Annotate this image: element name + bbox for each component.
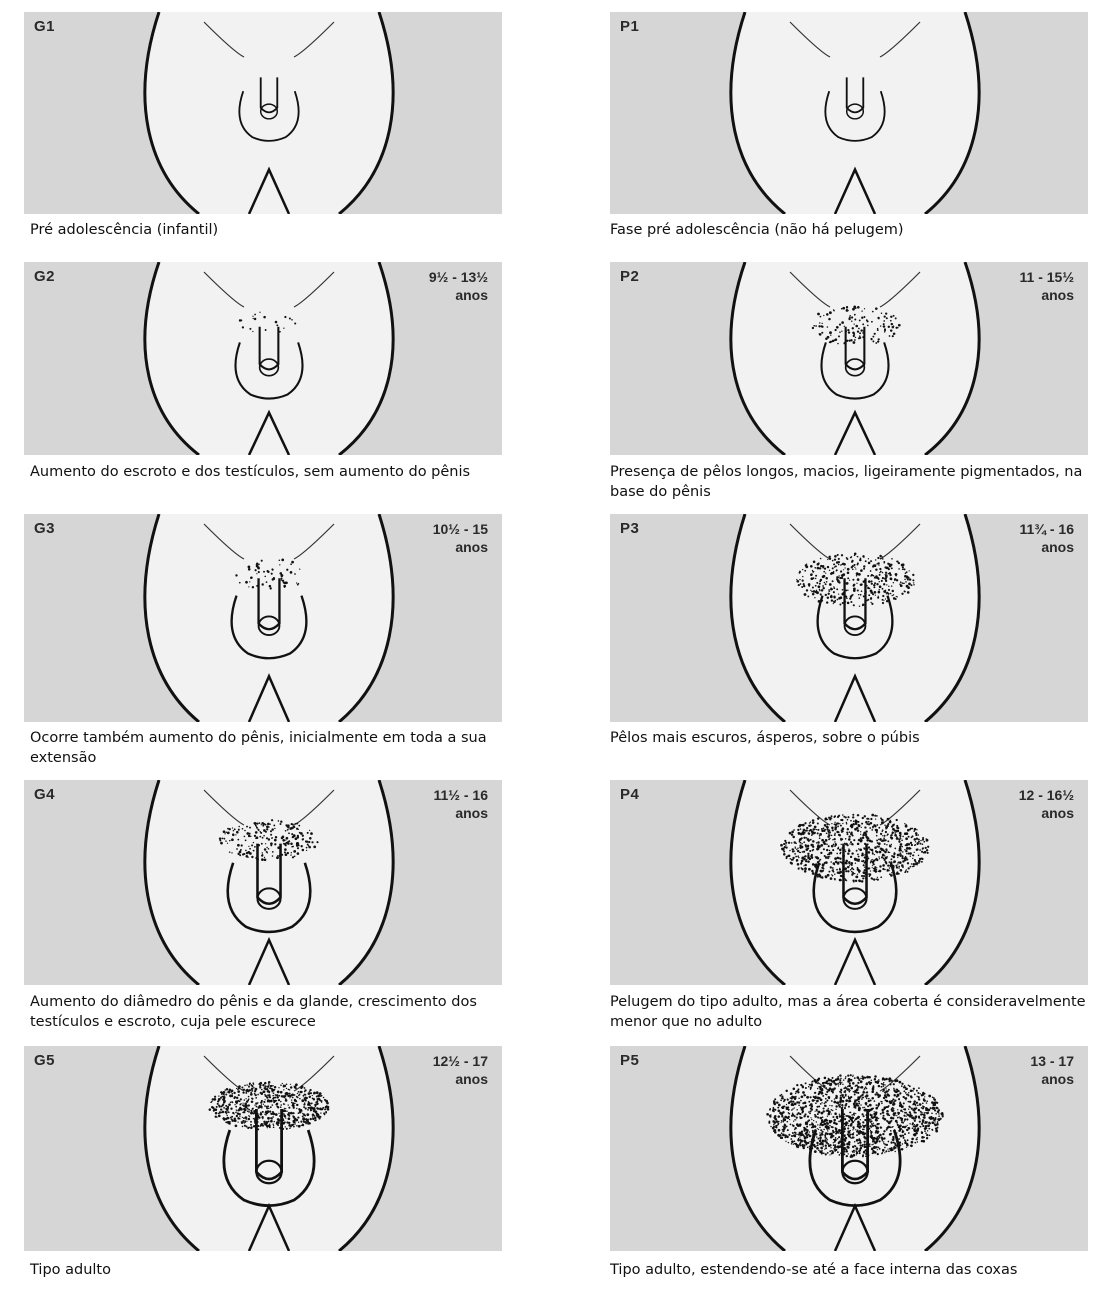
stage-code: P1 — [620, 18, 639, 35]
caption-p1: Fase pré adolescência (não há pelugem) — [610, 220, 1090, 240]
stage-illustration — [24, 12, 502, 214]
stage-code: P3 — [620, 520, 639, 537]
caption-p3: Pêlos mais escuros, ásperos, sobre o púb… — [610, 728, 1090, 748]
caption-p2: Presença de pêlos longos, macios, ligeir… — [610, 462, 1090, 502]
stage-illustration — [610, 12, 1088, 214]
stage-code: G3 — [34, 520, 55, 537]
stage-illustration — [24, 514, 502, 722]
stage-illustration — [610, 780, 1088, 985]
stage-illustration — [610, 262, 1088, 455]
stage-code: P5 — [620, 1052, 639, 1069]
caption-g4: Aumento do diâmedro do pênis e da glande… — [30, 992, 510, 1032]
panel-p1: P1 — [610, 12, 1088, 214]
stage-code: G5 — [34, 1052, 55, 1069]
caption-g2: Aumento do escroto e dos testículos, sem… — [30, 462, 510, 482]
panel-g1: G1 — [24, 12, 502, 214]
stage-code: G4 — [34, 786, 55, 803]
stage-code: G1 — [34, 18, 55, 35]
stage-illustration — [610, 514, 1088, 722]
caption-g3: Ocorre também aumento do pênis, inicialm… — [30, 728, 510, 768]
caption-g5: Tipo adulto — [30, 1260, 510, 1280]
caption-p5: Tipo adulto, estendendo-se até a face in… — [610, 1260, 1090, 1280]
stage-illustration — [610, 1046, 1088, 1251]
caption-g1: Pré adolescência (infantil) — [30, 220, 510, 240]
stage-illustration — [24, 1046, 502, 1251]
stage-illustration — [24, 780, 502, 985]
stage-code: P4 — [620, 786, 639, 803]
stage-code: P2 — [620, 268, 639, 285]
stage-code: G2 — [34, 268, 55, 285]
caption-p4: Pelugem do tipo adulto, mas a área cober… — [610, 992, 1090, 1032]
